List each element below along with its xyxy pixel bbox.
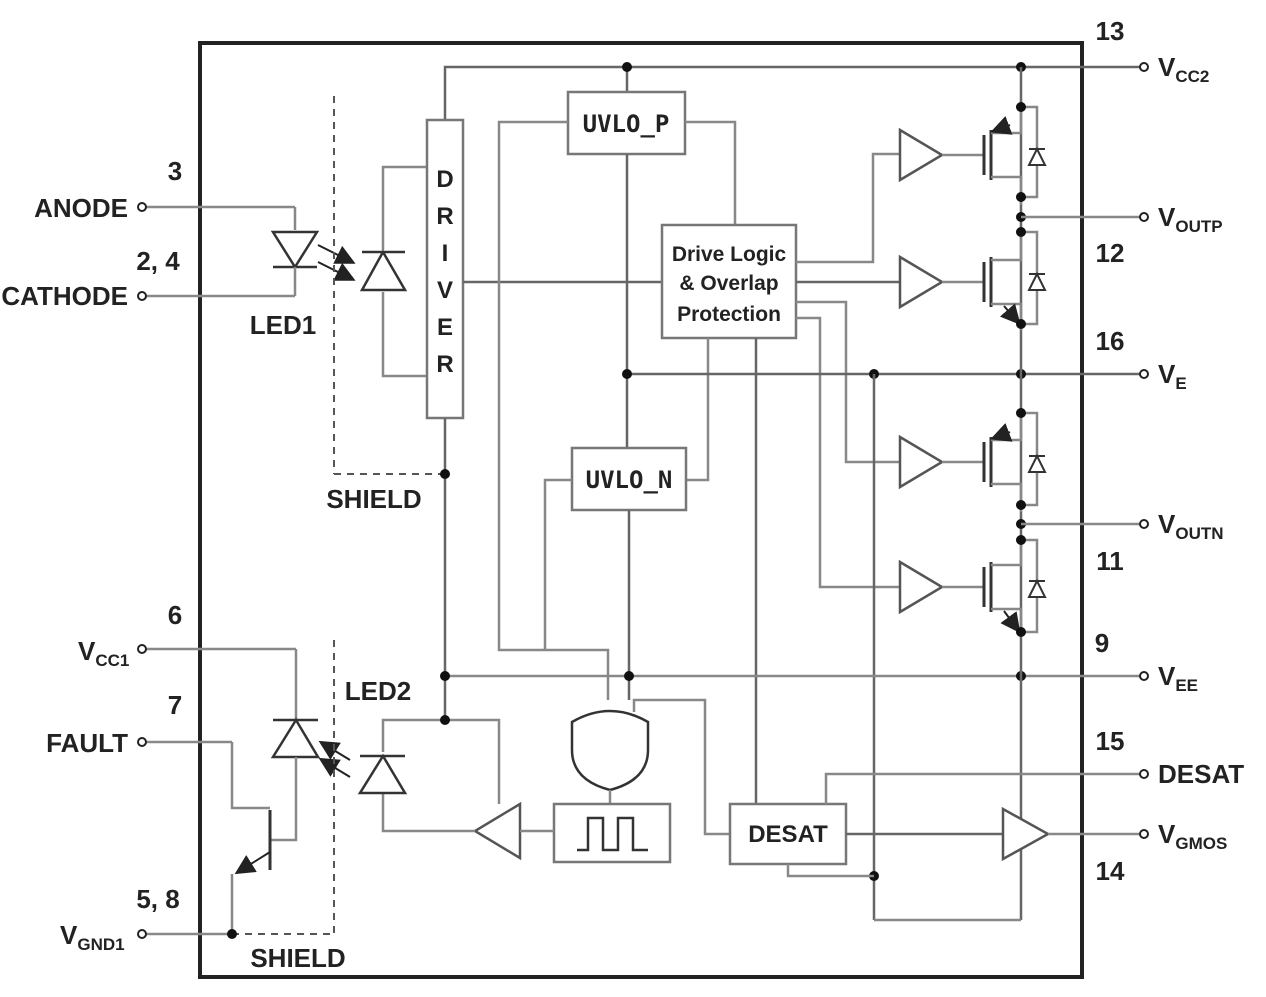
pin-3-number: 3 xyxy=(168,156,182,186)
ve-label: VE xyxy=(1158,359,1187,393)
drive-logic-line2: & Overlap xyxy=(679,272,778,295)
pin-12-number: 12 xyxy=(1096,238,1125,268)
pin-11-number: 11 xyxy=(1096,546,1124,576)
desat-pin-label: DESAT xyxy=(1158,759,1244,789)
pin-9-number: 9 xyxy=(1095,628,1109,658)
driver-letter-r2: R xyxy=(436,351,453,378)
vcc2-label: VCC2 xyxy=(1158,52,1209,86)
shield-bottom-label: SHIELD xyxy=(250,943,345,973)
pin-16-number: 16 xyxy=(1096,326,1125,356)
or-gate xyxy=(570,698,730,836)
vgnd1-label: VGND1 xyxy=(60,920,125,954)
package-outline xyxy=(198,41,1084,979)
pin-14-number: 14 xyxy=(1096,856,1125,886)
led1-label: LED1 xyxy=(250,310,316,340)
voutn-label: VOUTN xyxy=(1158,509,1224,543)
led2-label: LED2 xyxy=(345,676,411,706)
driver-block xyxy=(425,118,465,420)
driver-letter-d: D xyxy=(436,166,453,193)
vee-label: VEE xyxy=(1158,661,1198,695)
pin-6-number: 6 xyxy=(168,600,182,630)
vcc1-label: VCC1 xyxy=(78,636,129,670)
led1-section xyxy=(137,96,445,475)
cathode-label: CATHODE xyxy=(1,281,128,311)
anode-label: ANODE xyxy=(34,193,128,223)
output-transistors xyxy=(982,67,1047,920)
driver-letter-v: V xyxy=(437,277,453,304)
uvlo-p-label: UVLO_P xyxy=(583,110,670,138)
led2-section xyxy=(232,640,408,935)
drive-logic-block xyxy=(660,223,798,340)
fault-phototransistor xyxy=(137,644,321,939)
uvlo-n-label: UVLO_N xyxy=(586,466,673,494)
drive-logic-line3: Protection xyxy=(677,303,781,326)
driver-letters: D R I V E R xyxy=(436,166,453,378)
desat-block xyxy=(728,802,848,866)
desat-block-label: DESAT xyxy=(748,821,828,848)
pin-2-4-number: 2, 4 xyxy=(136,246,180,276)
vgmos-label: VGMOS xyxy=(1158,819,1227,853)
pulse-generator xyxy=(552,802,672,864)
voutp-label: VOUTP xyxy=(1158,202,1223,236)
pin-7-number: 7 xyxy=(168,690,182,720)
shield-top-label: SHIELD xyxy=(326,484,421,514)
drive-logic-line1: Drive Logic xyxy=(672,243,787,266)
driver-letter-r: R xyxy=(436,203,453,230)
vcc2-rail xyxy=(443,62,1149,120)
pin-13-number: 13 xyxy=(1096,16,1125,46)
uvlo-p-block xyxy=(566,90,687,156)
pin-15-number: 15 xyxy=(1096,726,1125,756)
pin-5-8-number: 5, 8 xyxy=(136,884,179,914)
driver-letter-e: E xyxy=(437,314,453,341)
fault-label: FAULT xyxy=(46,728,128,758)
vgmos-buffer xyxy=(1001,806,1051,862)
output-buffers xyxy=(898,127,984,615)
driver-letter-i: I xyxy=(442,240,449,267)
fault-buffer xyxy=(472,801,522,861)
